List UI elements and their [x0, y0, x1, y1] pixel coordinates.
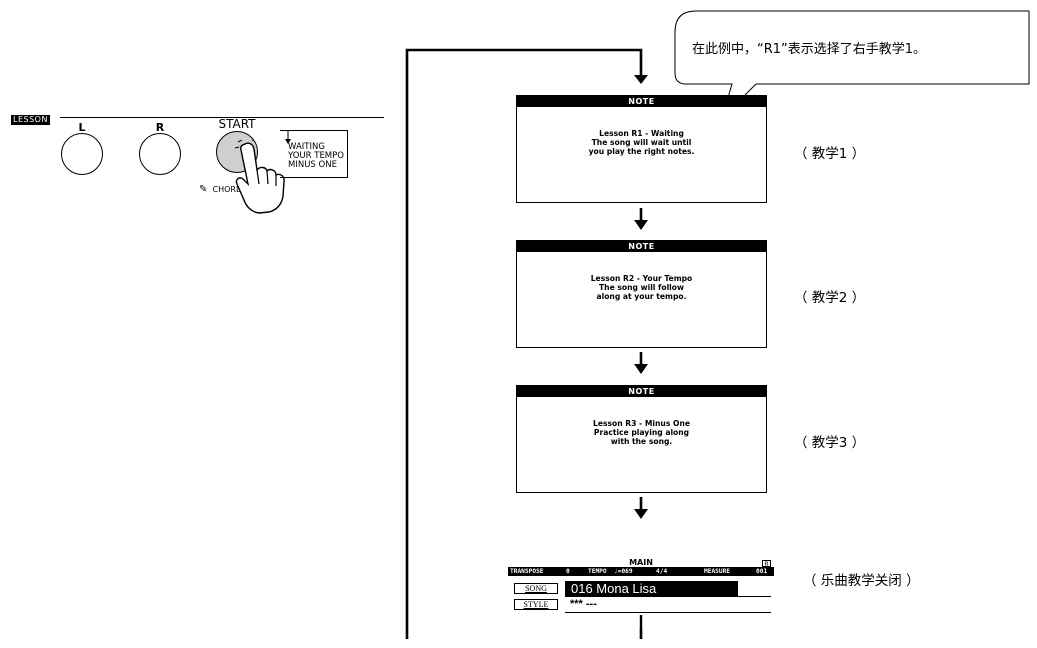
main-title: MAIN — [508, 560, 774, 566]
step-label-lesson1: （ 教学1 ） — [794, 142, 865, 162]
note-body: Lesson R3 - Minus One Practice playing a… — [517, 419, 766, 446]
callout-text: 在此例中，“R1”表示选择了右手教学1。 — [692, 38, 926, 57]
note-screen-lesson1: NOTE Lesson R1 - Waiting The song will w… — [516, 95, 767, 203]
note-title: NOTE — [517, 386, 766, 397]
note-title: NOTE — [517, 96, 766, 107]
style-value: *** --- — [570, 598, 597, 611]
song-name: 016 Mona Lisa — [565, 581, 738, 596]
arrow-down-icon — [634, 75, 648, 84]
tempo-label: TEMPO — [588, 567, 607, 576]
note-line: Practice playing along — [517, 428, 766, 437]
note-line: The song will follow — [517, 283, 766, 292]
note-title: NOTE — [517, 241, 766, 252]
note-line: The song will wait until — [517, 138, 766, 147]
right-hand-badge: R — [762, 560, 771, 567]
note-line: Lesson R1 - Waiting — [517, 129, 766, 138]
tempo-value: ♩=069 — [614, 567, 633, 576]
style-tag: STYLE — [514, 599, 558, 610]
note-body: Lesson R2 - Your Tempo The song will fol… — [517, 274, 766, 301]
note-line: with the song. — [517, 437, 766, 446]
step-label-lesson3: （ 教学3 ） — [794, 431, 865, 451]
note-line: Lesson R2 - Your Tempo — [517, 274, 766, 283]
step-label-main: （ 乐曲教学关闭 ） — [803, 569, 920, 589]
note-body: Lesson R1 - Waiting The song will wait u… — [517, 129, 766, 156]
measure-value: 001 — [756, 567, 767, 576]
main-status-bar: TRANSPOSE 0 TEMPO ♩=069 4/4 MEASURE 001 — [508, 567, 774, 576]
time-signature: 4/4 — [656, 567, 667, 576]
transpose-value: 0 — [566, 567, 570, 576]
main-display: MAIN R TRANSPOSE 0 TEMPO ♩=069 4/4 MEASU… — [508, 560, 774, 610]
step-label-lesson2: （ 教学2 ） — [794, 286, 865, 306]
row-divider — [565, 596, 771, 597]
note-screen-lesson2: NOTE Lesson R2 - Your Tempo The song wil… — [516, 240, 767, 348]
measure-label: MEASURE — [704, 567, 730, 576]
note-line: Lesson R3 - Minus One — [517, 419, 766, 428]
note-line: along at your tempo. — [517, 292, 766, 301]
note-line: you play the right notes. — [517, 147, 766, 156]
row-divider — [565, 612, 771, 613]
transpose-label: TRANSPOSE — [510, 567, 544, 576]
note-screen-lesson3: NOTE Lesson R3 - Minus One Practice play… — [516, 385, 767, 493]
song-tag: SONG — [514, 583, 558, 594]
